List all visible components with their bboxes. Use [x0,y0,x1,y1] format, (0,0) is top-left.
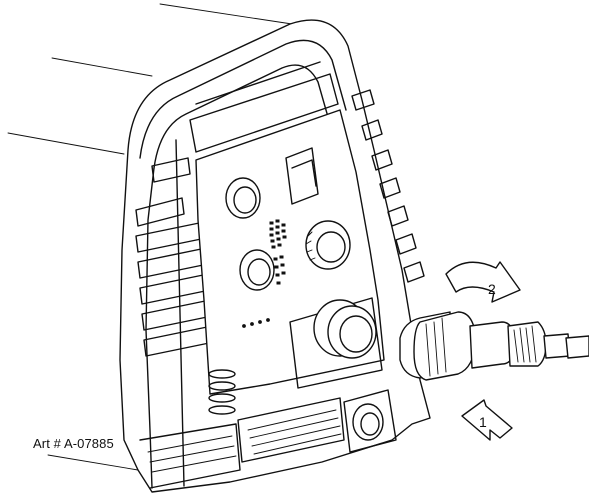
callout-2-label: 2 [488,281,496,297]
art-number-label: Art # A-07885 [33,436,114,451]
torch-connector [399,311,589,381]
callout-1-label: 1 [479,414,487,430]
straight-arrow-icon: 1 [461,399,513,441]
torch-socket [313,299,377,359]
indicator-dots [242,219,287,328]
power-switch [285,147,319,205]
curved-arrow-icon: 2 [445,261,521,303]
knob-right [305,220,351,270]
lower-vents [139,369,345,489]
knob-upper-left [225,177,261,219]
gas-port [343,389,397,453]
leader-lines [7,3,293,471]
knob-lower-left [239,249,275,291]
right-vents [351,89,425,283]
control-panel [189,61,385,395]
